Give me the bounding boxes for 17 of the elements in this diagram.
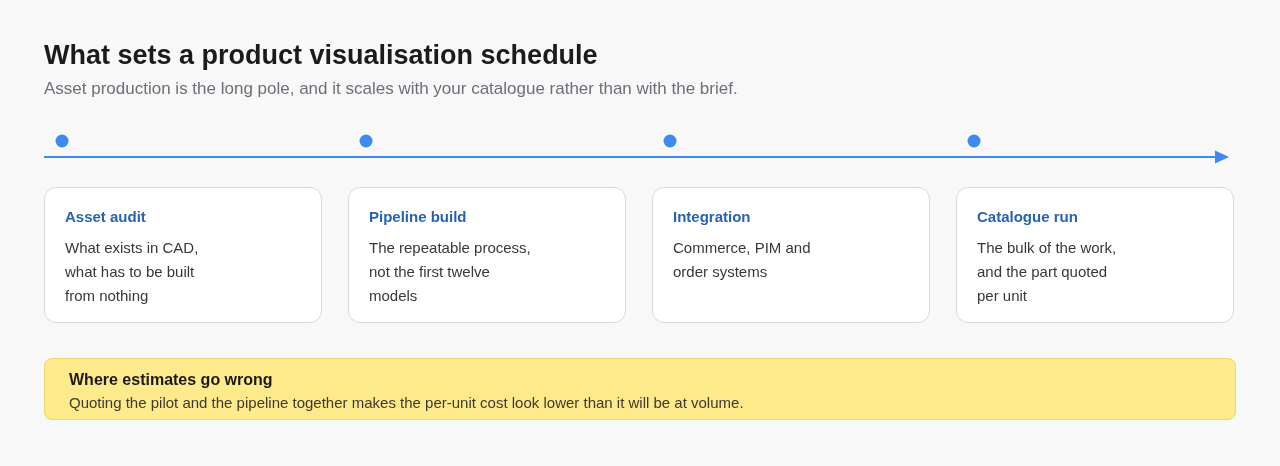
card-title: Asset audit	[65, 208, 146, 226]
callout-text: Quoting the pilot and the pipeline together makes the per-unit cost look lower than it will be at volume.	[69, 393, 744, 413]
card-description: The repeatable process, not the first twelve models	[369, 238, 532, 306]
stage-card	[652, 187, 930, 323]
card-title: Integration	[673, 208, 751, 226]
note-callout	[44, 358, 1236, 420]
stage-card	[956, 187, 1234, 323]
card-description: What exists in CAD, what has to be built from nothing	[65, 238, 200, 306]
diagram-subtitle: Asset production is the long pole, and it scales with your catalogue rather than with the brief.	[44, 78, 738, 100]
card-description: The bulk of the work, and the part quoted per unit	[977, 238, 1118, 306]
stage-card	[348, 187, 626, 323]
card-title: Catalogue run	[977, 208, 1078, 226]
card-title: Pipeline build	[369, 208, 467, 226]
diagram-title: What sets a product visualisation schedule	[44, 39, 598, 72]
stage-card	[44, 187, 322, 323]
card-description: Commerce, PIM and order systems	[673, 238, 812, 282]
callout-title: Where estimates go wrong	[69, 370, 273, 390]
